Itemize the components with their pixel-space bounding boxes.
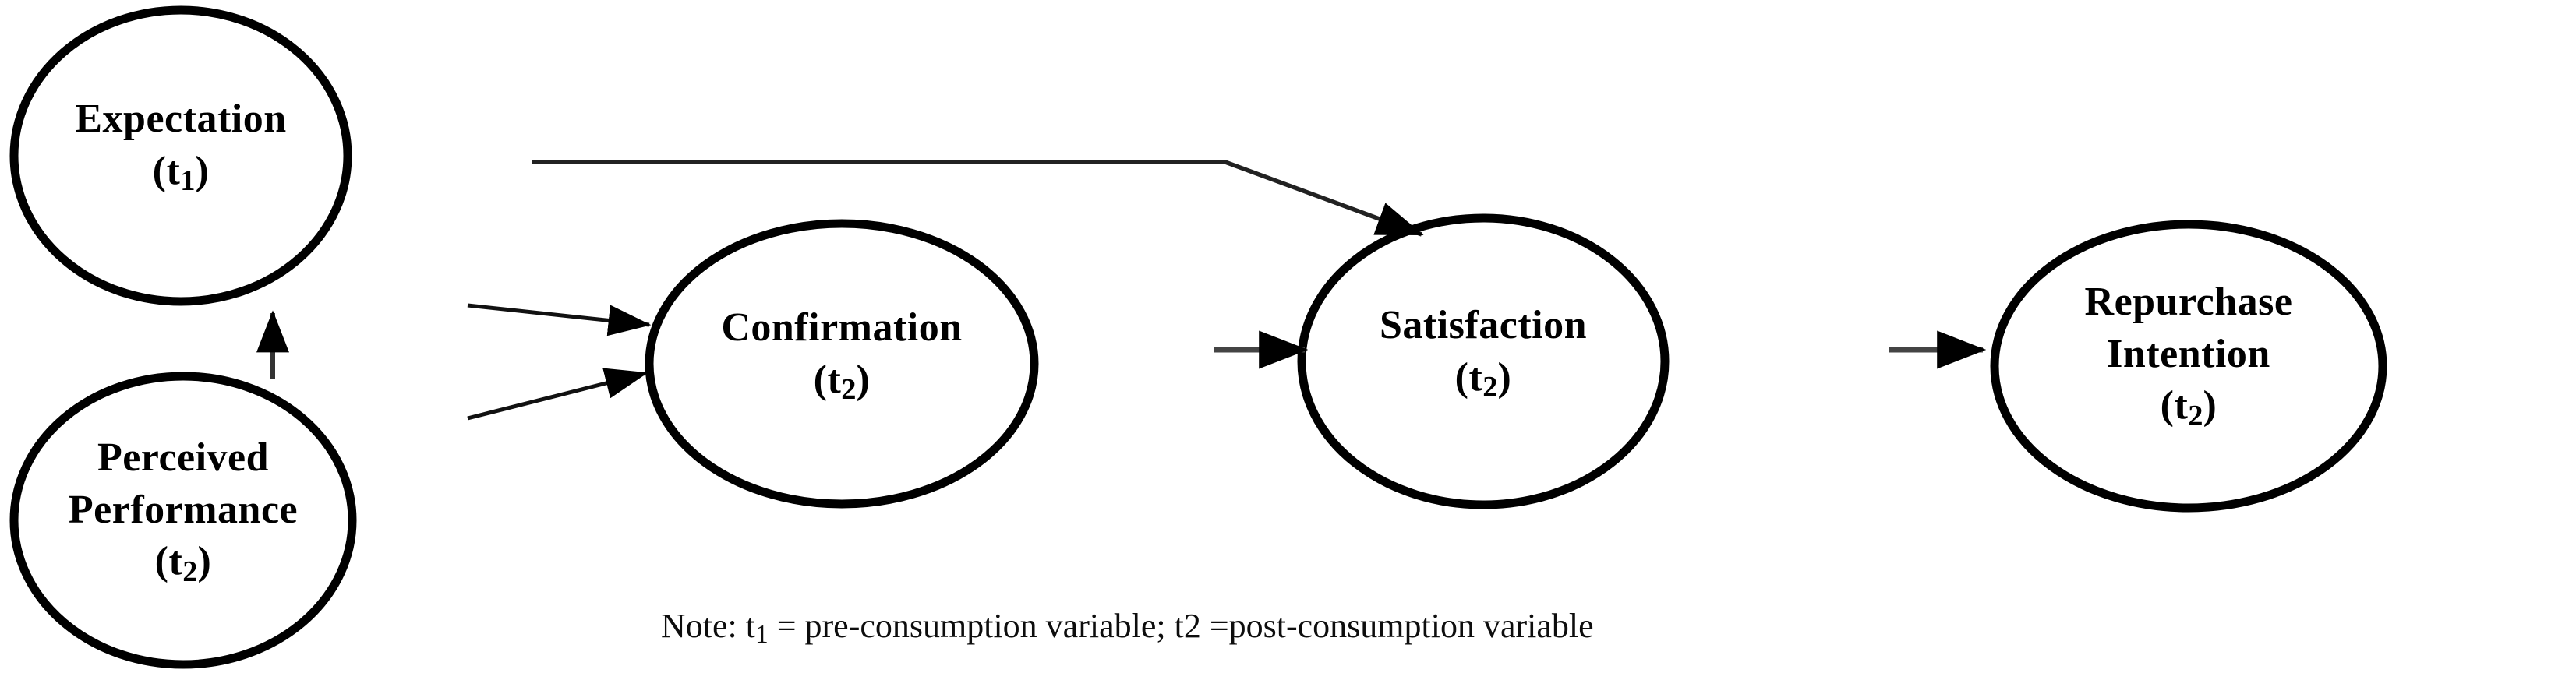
node-ellipse-expectation[interactable]: [9, 5, 352, 306]
figure-note: Note: t1 = pre-consumption variable; t2 …: [661, 606, 1594, 649]
node-ellipse-perceived-performance[interactable]: [9, 372, 357, 669]
figure-note-subscript: 1: [754, 619, 769, 649]
node-ellipse-satisfaction[interactable]: [1297, 213, 1670, 509]
node-ellipse-confirmation[interactable]: [645, 219, 1039, 509]
node-ellipse-repurchase-intention[interactable]: [1990, 220, 2387, 513]
figure-note-text: = pre-consumption variable; t2 =post-con…: [768, 607, 1594, 645]
edge-perceived-performance-to-confirmation: [467, 368, 648, 421]
edge-expectation-to-satisfaction: [532, 160, 1424, 237]
edge-expectation-to-confirmation: [467, 303, 652, 336]
figure-note-prefix: Note: t: [661, 607, 755, 645]
